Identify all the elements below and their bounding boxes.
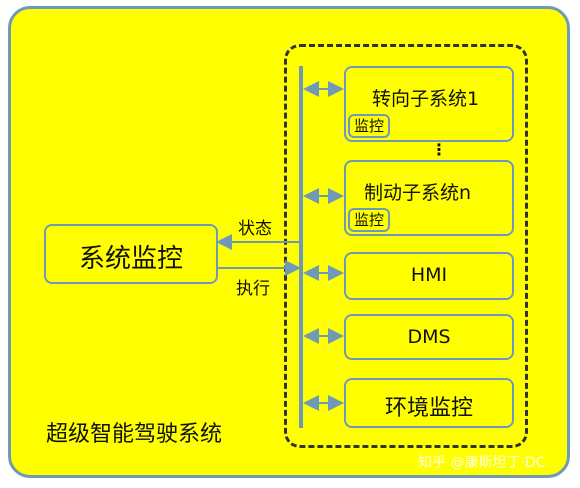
subsystem-environment: 环境监控 <box>344 378 514 428</box>
system-monitor-box: 系统监控 <box>44 224 218 284</box>
ellipsis: ⋮ <box>431 140 447 159</box>
execute-label: 执行 <box>236 279 270 299</box>
subsystem-hmi-label: HMI <box>410 264 448 286</box>
subsystem-hmi: HMI <box>344 252 514 300</box>
subsystem-dms: DMS <box>344 314 514 360</box>
subsystem-dms-label: DMS <box>407 326 451 348</box>
system-monitor-label: 系统监控 <box>78 244 183 274</box>
status-label: 状态 <box>238 219 272 239</box>
watermark: 知乎 @康斯坦丁·DC <box>418 455 546 471</box>
subsystem-group <box>284 44 528 448</box>
system-title: 超级智能驾驶系统 <box>46 422 223 447</box>
subsystem-brake-label: 制动子系统n <box>364 182 472 204</box>
subsystem-steering-monitor-tag: 监控 <box>348 114 391 138</box>
subsystem-brake-monitor-tag: 监控 <box>348 208 391 232</box>
subsystem-environment-label: 环境监控 <box>384 396 473 421</box>
subsystem-steering-label: 转向子系统1 <box>372 88 480 110</box>
subsystem-steering: 转向子系统1 监控 <box>344 66 514 142</box>
subsystem-brake: 制动子系统n 监控 <box>344 160 514 236</box>
